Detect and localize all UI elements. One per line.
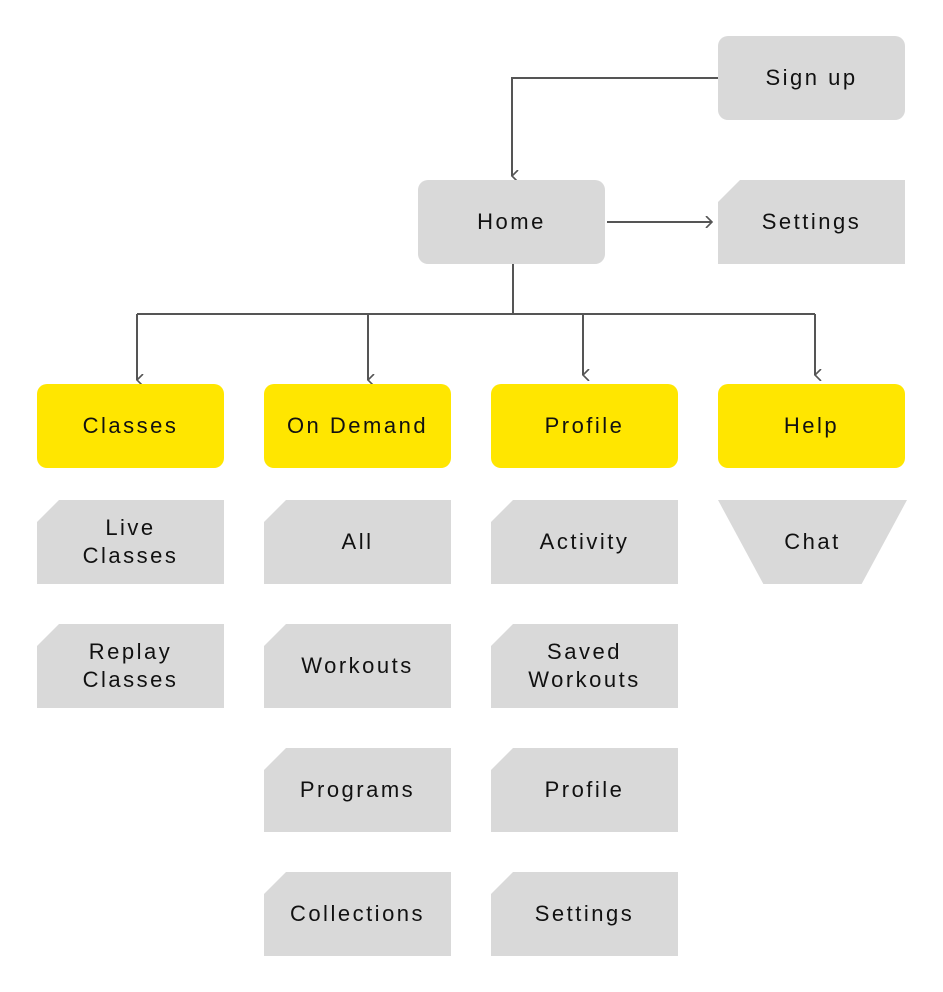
profile-category-label: Profile xyxy=(544,413,625,438)
profile-sub-label: Profile xyxy=(544,777,625,802)
activity-label: Activity xyxy=(539,529,630,554)
workouts-label: Workouts xyxy=(301,653,414,678)
profile-sub-node: Profile xyxy=(491,748,678,832)
live-classes-node: Live Classes xyxy=(37,500,224,584)
signup-label: Sign up xyxy=(765,65,858,90)
saved-workouts-node: Saved Workouts xyxy=(491,624,678,708)
on-demand-category-label: On Demand xyxy=(286,413,429,438)
profile-settings-label: Settings xyxy=(534,901,635,926)
replay-classes-node: Replay Classes xyxy=(37,624,224,708)
chat-label: Chat xyxy=(784,529,841,554)
help-category-label: Help xyxy=(783,413,840,438)
profile-settings-node: Settings xyxy=(491,872,678,956)
classes-category: Classes xyxy=(37,384,224,468)
settings-node: Settings xyxy=(718,180,905,264)
replay-classes-label: Replay Classes xyxy=(82,639,179,692)
all-label: All xyxy=(341,529,374,554)
programs-node: Programs xyxy=(264,748,451,832)
connector-signup-to-home xyxy=(512,77,718,176)
programs-label: Programs xyxy=(299,777,416,802)
collections-node: Collections xyxy=(264,872,451,956)
live-classes-label: Live Classes xyxy=(82,515,179,568)
settings-label: Settings xyxy=(761,209,862,234)
help-category: Help xyxy=(718,384,905,468)
profile-category: Profile xyxy=(491,384,678,468)
activity-node: Activity xyxy=(491,500,678,584)
on-demand-category: On Demand xyxy=(264,384,451,468)
workouts-node: Workouts xyxy=(264,624,451,708)
collections-label: Collections xyxy=(289,901,426,926)
classes-category-label: Classes xyxy=(82,413,179,438)
signup-node: Sign up xyxy=(718,36,905,120)
all-node: All xyxy=(264,500,451,584)
home-node: Home xyxy=(418,180,605,264)
home-label: Home xyxy=(477,209,546,234)
saved-workouts-label: Saved Workouts xyxy=(528,639,641,692)
